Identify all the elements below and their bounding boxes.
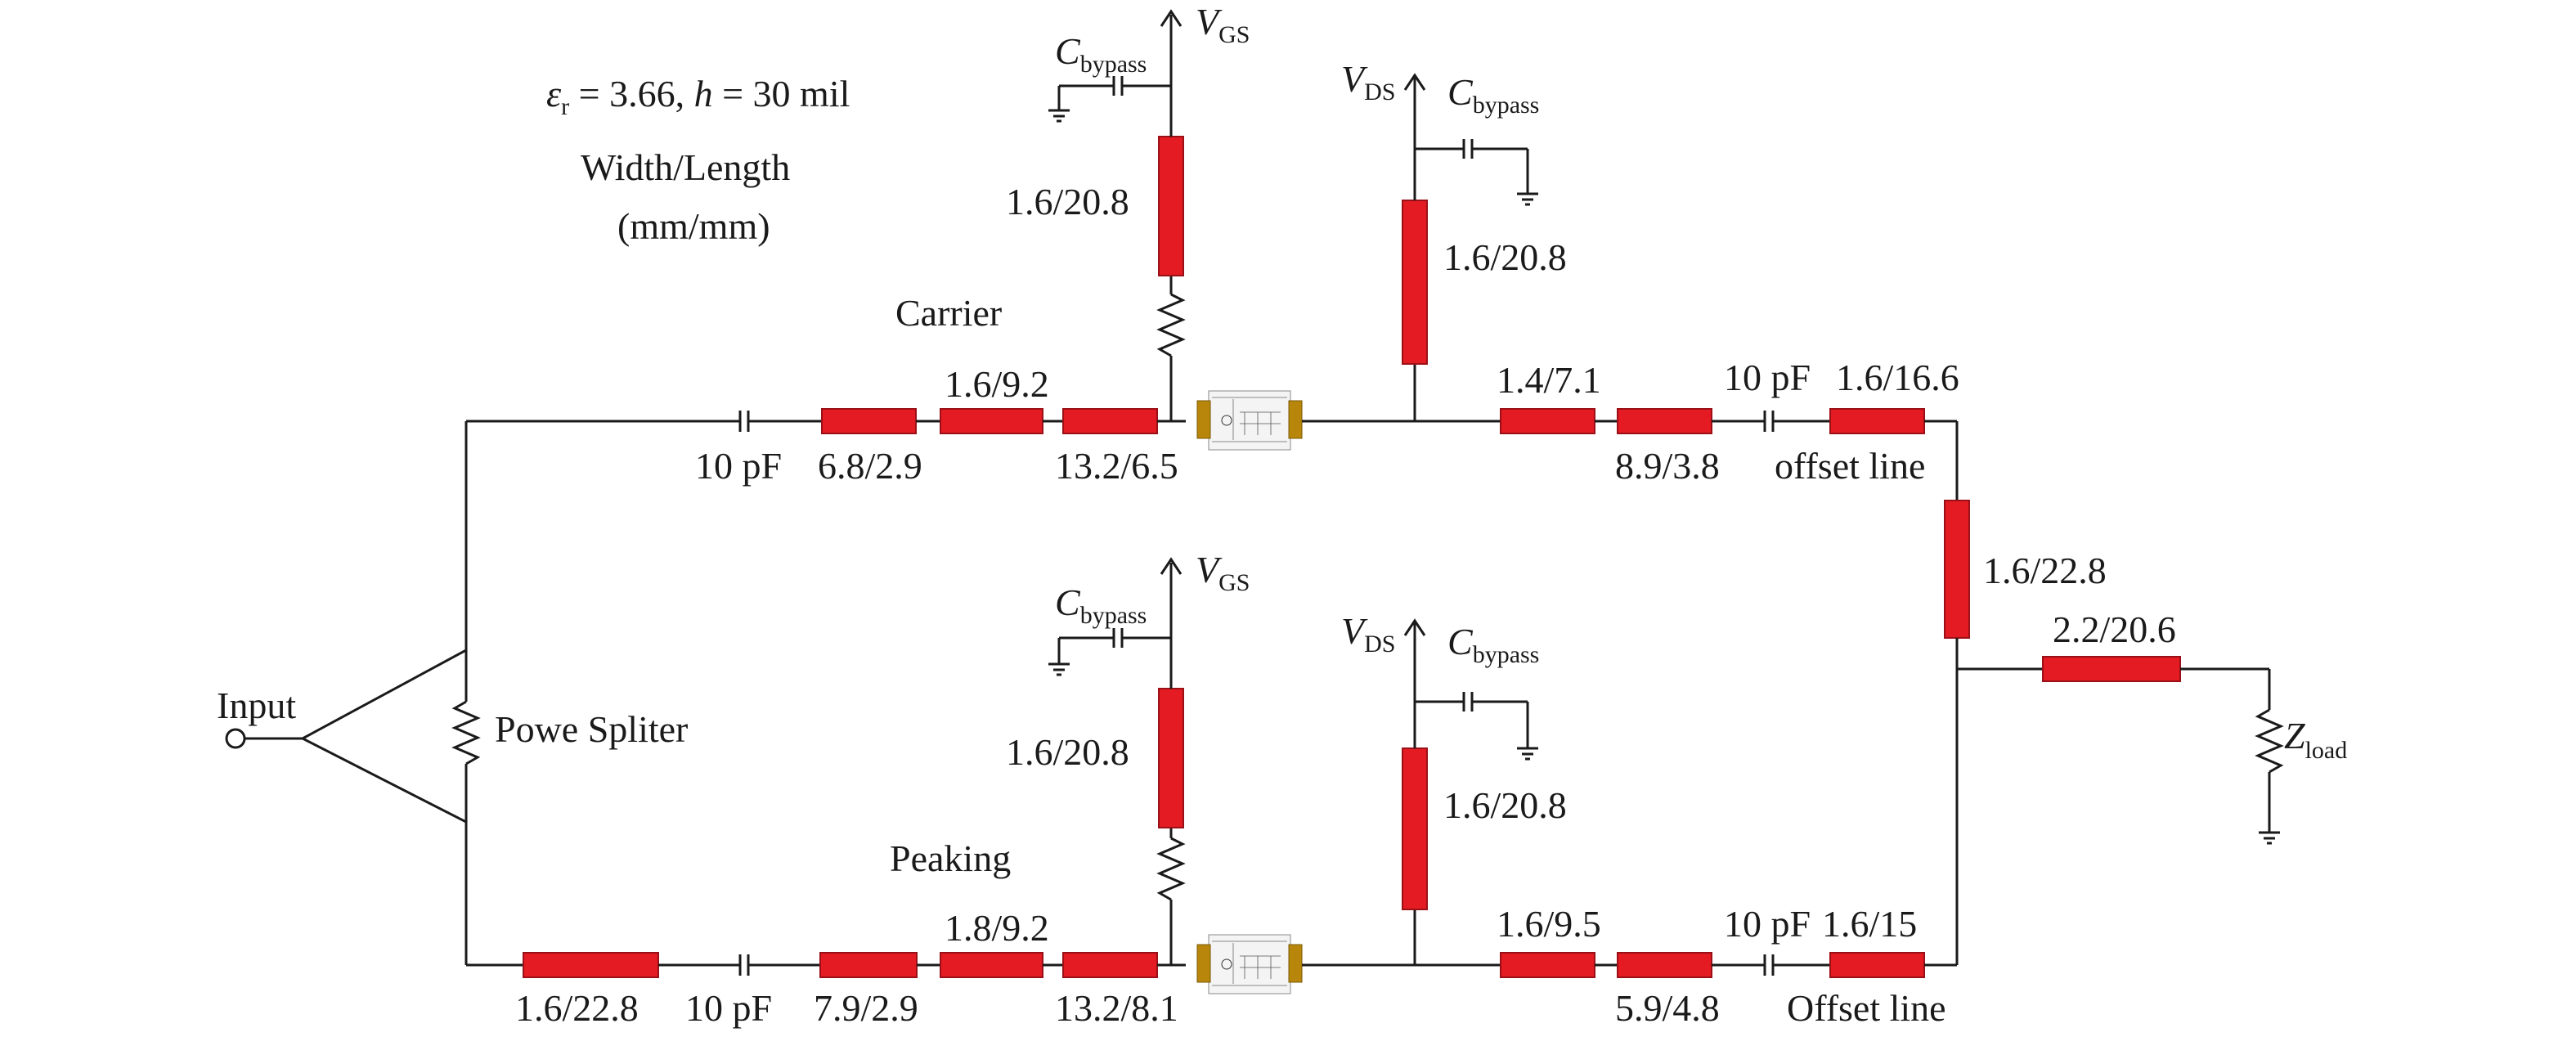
carrier-transistor-icon bbox=[1196, 390, 1303, 451]
peaking-tl-in1-label: 7.9/2.9 bbox=[814, 987, 918, 1029]
power-splitter: Powe Spliter bbox=[299, 421, 688, 965]
carrier-tl-out1 bbox=[1500, 408, 1595, 434]
peaking-branch: 1.6/22.8 10 pF 7.9/2.9 1.8/9.2 13.2/8.1 … bbox=[466, 549, 1957, 1029]
carrier-tl-in3-label: 13.2/6.5 bbox=[1055, 445, 1178, 487]
carrier-gate-resistor-icon bbox=[1156, 293, 1186, 357]
svg-text:Cbypass: Cbypass bbox=[1055, 581, 1147, 629]
quarter-wave-line bbox=[1944, 500, 1970, 639]
peaking-drain-bias-line bbox=[1402, 747, 1428, 910]
svg-text:εr = 3.66, h = 30 mil: εr = 3.66, h = 30 mil bbox=[546, 73, 850, 120]
peaking-tl-in3 bbox=[1062, 952, 1158, 978]
svg-text:VGS: VGS bbox=[1196, 549, 1250, 596]
carrier-tl-out2-label: 8.9/3.8 bbox=[1615, 445, 1720, 487]
carrier-drain-bias-label: 1.6/20.8 bbox=[1443, 236, 1567, 278]
peaking-tl-delay-label: 1.6/22.8 bbox=[515, 987, 639, 1029]
carrier-drain-bias-line bbox=[1402, 200, 1428, 365]
input-label: Input bbox=[217, 685, 296, 726]
carrier-vds-arrow-icon bbox=[1403, 73, 1426, 91]
peaking-tl-in1 bbox=[819, 952, 918, 978]
carrier-tl-out1-label: 1.4/7.1 bbox=[1497, 359, 1601, 401]
peaking-offset-line bbox=[1829, 952, 1925, 978]
units-note-line1: Width/Length bbox=[581, 146, 790, 188]
svg-text:VGS: VGS bbox=[1196, 1, 1250, 48]
output-tl-label: 2.2/20.6 bbox=[2053, 608, 2176, 650]
carrier-tl-in1 bbox=[821, 408, 917, 434]
peaking-tl-out1-label: 1.6/9.5 bbox=[1497, 903, 1601, 945]
splitter-label: Powe Spliter bbox=[495, 708, 688, 750]
peaking-gate-bias-line bbox=[1158, 688, 1184, 828]
substrate-note: εr = 3.66, h = 30 mil Width/Length (mm/m… bbox=[546, 73, 850, 247]
peaking-tl-in3-label: 13.2/8.1 bbox=[1055, 987, 1178, 1029]
svg-text:Cbypass: Cbypass bbox=[1055, 30, 1147, 78]
carrier-offset-line bbox=[1829, 408, 1925, 434]
svg-text:VDS: VDS bbox=[1341, 58, 1395, 105]
carrier-tl-out2 bbox=[1617, 408, 1712, 434]
peaking-tl-in2-label: 1.8/9.2 bbox=[945, 907, 1049, 949]
peaking-cap-in-label: 10 pF bbox=[685, 987, 772, 1029]
quarter-wave-label: 1.6/22.8 bbox=[1983, 550, 2107, 591]
carrier-branch: 10 pF 6.8/2.9 1.6/9.2 13.2/6.5 Carrier 1… bbox=[466, 1, 1959, 487]
svg-text:Cbypass: Cbypass bbox=[1447, 71, 1539, 119]
peaking-drain-bias-label: 1.6/20.8 bbox=[1443, 784, 1567, 826]
carrier-tl-in2 bbox=[940, 408, 1043, 434]
peaking-offset-label: Offset line bbox=[1787, 987, 1946, 1029]
combiner: 1.6/22.8 2.2/20.6 Zload bbox=[1944, 421, 2347, 965]
carrier-gate-bias-line bbox=[1158, 136, 1184, 276]
carrier-offset-tl-label: 1.6/16.6 bbox=[1836, 357, 1959, 398]
carrier-offset-label: offset line bbox=[1775, 445, 1925, 487]
load-label: Zload bbox=[2284, 715, 2347, 764]
peaking-vgs-arrow-icon bbox=[1160, 557, 1183, 575]
peaking-tl-in2 bbox=[940, 952, 1043, 978]
peaking-cap-out-label: 10 pF bbox=[1724, 903, 1811, 945]
carrier-tl-in2-label: 1.6/9.2 bbox=[945, 363, 1049, 405]
output-tl bbox=[2042, 656, 2181, 682]
input-port: Input bbox=[217, 685, 303, 749]
svg-text:VDS: VDS bbox=[1341, 610, 1395, 658]
load-resistor-icon bbox=[2255, 708, 2284, 774]
peaking-title: Peaking bbox=[890, 837, 1011, 879]
svg-text:Cbypass: Cbypass bbox=[1447, 621, 1539, 668]
peaking-vds-arrow-icon bbox=[1403, 618, 1426, 636]
peaking-tl-out2-label: 5.9/4.8 bbox=[1615, 987, 1720, 1029]
units-note-line2: (mm/mm) bbox=[617, 205, 770, 247]
carrier-cap-in-label: 10 pF bbox=[695, 445, 782, 487]
carrier-tl-in1-label: 6.8/2.9 bbox=[818, 445, 922, 487]
carrier-title: Carrier bbox=[895, 292, 1002, 334]
peaking-delay-line bbox=[523, 952, 659, 978]
peaking-tl-out1 bbox=[1500, 952, 1595, 978]
splitter-resistor-icon bbox=[451, 700, 481, 765]
carrier-vgs-arrow-icon bbox=[1160, 9, 1183, 27]
peaking-offset-tl-label: 1.6/15 bbox=[1822, 903, 1917, 945]
carrier-cap-out-label: 10 pF bbox=[1724, 357, 1811, 398]
carrier-tl-in3 bbox=[1062, 408, 1158, 434]
peaking-transistor-icon bbox=[1196, 934, 1303, 994]
carrier-gate-bias-label: 1.6/20.8 bbox=[1006, 181, 1129, 222]
peaking-gate-bias-label: 1.6/20.8 bbox=[1006, 731, 1129, 773]
peaking-gate-resistor-icon bbox=[1156, 837, 1186, 901]
peaking-tl-out2 bbox=[1617, 952, 1712, 978]
